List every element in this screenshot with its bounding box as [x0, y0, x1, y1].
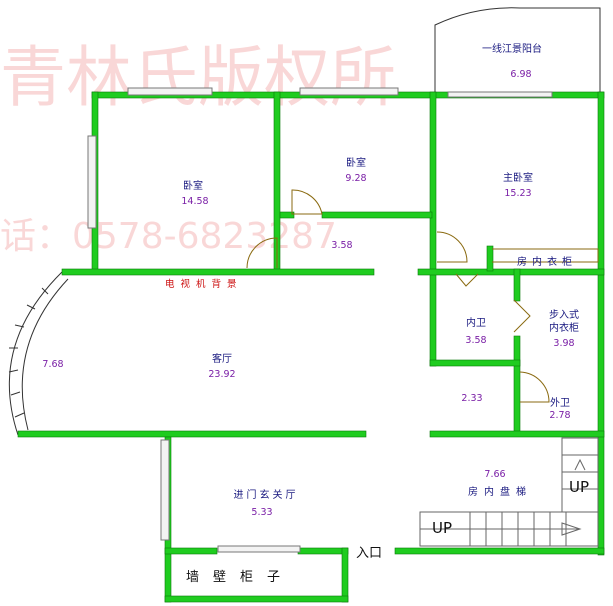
- watermark-line-1: 青林氏版权所: [0, 39, 396, 116]
- bedroom-mid-name: 卧室: [346, 156, 366, 169]
- entrance-label: 入口: [356, 546, 382, 561]
- balcony-area: 6.98: [510, 69, 531, 80]
- master-bedroom-area: 15.23: [504, 188, 531, 199]
- stair-area-name: 房内盘梯: [468, 485, 532, 498]
- closet-label: 房内衣柜: [517, 255, 577, 268]
- doors: [246, 189, 599, 403]
- master-bedroom-name: 主卧室: [503, 171, 533, 184]
- up-label-right: UP: [569, 478, 589, 496]
- wall-cabinet-label: 墙壁柜子: [186, 570, 294, 585]
- walkin-name-line1: 步入式: [549, 308, 579, 321]
- balcony-name: 一线江景阳台: [482, 42, 542, 55]
- staircase: [419, 437, 599, 547]
- bedroom-left-name: 卧室: [183, 179, 203, 192]
- watermark-line-2: 话：0578-6823287: [0, 216, 337, 257]
- bedroom-left-area: 14.58: [181, 196, 208, 207]
- outer-bath-area: 2.78: [549, 410, 570, 421]
- living-room-area: 23.92: [208, 369, 235, 380]
- balcony-outline: [434, 7, 601, 95]
- hall-small-area: 3.58: [331, 240, 352, 251]
- bedroom-mid-area: 9.28: [345, 173, 366, 184]
- walkin-area: 3.98: [553, 338, 574, 349]
- foyer-area: 5.33: [251, 507, 272, 518]
- stair-area-value: 7.66: [484, 469, 505, 480]
- bay-window-outer: [8, 271, 63, 436]
- foyer-name: 进门玄关厅: [234, 488, 299, 501]
- walkin-name-line2: 内衣柜: [549, 321, 579, 334]
- bay-window-inner: [21, 278, 69, 431]
- tv-wall-label: 电视机背景: [165, 278, 243, 290]
- walls: [17, 91, 605, 603]
- corridor-area: 2.33: [461, 393, 482, 404]
- outer-bath-name: 外卫: [550, 397, 570, 409]
- bay-area: 7.68: [42, 359, 63, 370]
- inner-bath-area: 3.58: [465, 335, 486, 346]
- up-label-left: UP: [432, 519, 452, 537]
- bay-window-mullions: [8, 287, 49, 418]
- living-room-name: 客厅: [212, 352, 232, 365]
- windows: [87, 87, 553, 553]
- inner-bath-name: 内卫: [466, 316, 486, 329]
